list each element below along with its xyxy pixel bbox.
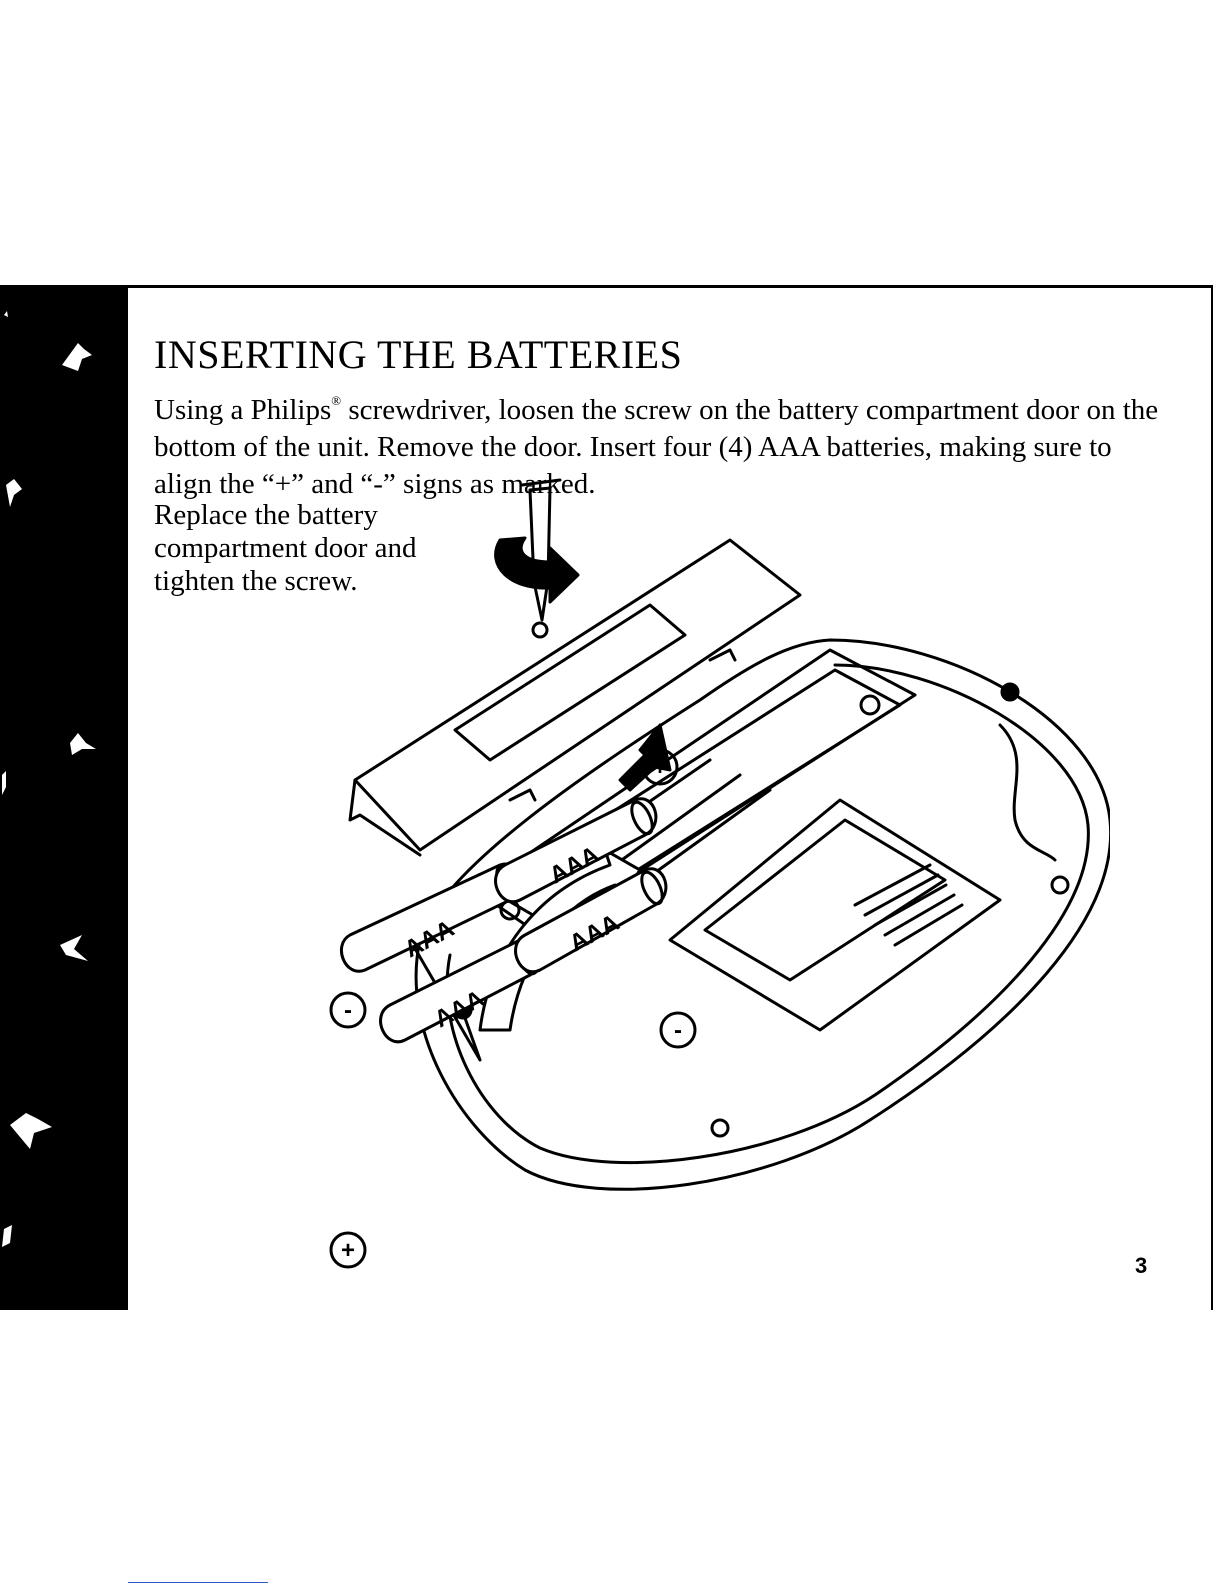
rotate-arrow-icon xyxy=(494,536,580,604)
display-panel xyxy=(668,798,1002,1032)
intro-text-part2: screwdriver, loosen the screw on the bat… xyxy=(154,394,1159,500)
body-screw-icon xyxy=(710,1118,730,1138)
battery-2 xyxy=(494,797,658,904)
right-rule xyxy=(1211,285,1213,1310)
registered-mark: ® xyxy=(331,393,342,408)
unit-body xyxy=(408,638,1110,1191)
body-screw-icon xyxy=(1000,682,1020,702)
intro-text-part1: Using a Philips xyxy=(154,394,332,426)
negative-terminal-icon xyxy=(659,1011,697,1049)
positive-terminal-icon xyxy=(329,1231,367,1269)
replace-door-note: Replace the battery compartment door and… xyxy=(154,499,417,597)
polarity-symbol: - xyxy=(344,997,352,1024)
decorative-star-band xyxy=(0,285,128,1310)
polarity-symbol: + xyxy=(653,754,667,781)
section-title: INSERTING THE BATTERIES xyxy=(154,332,683,377)
page-number: 3 xyxy=(1135,1253,1148,1278)
positive-terminal-icon xyxy=(641,748,679,786)
battery-compartment xyxy=(473,648,917,937)
battery-4 xyxy=(514,867,668,974)
battery-door xyxy=(348,538,802,857)
battery-installation-illustration: AAA AAA AAA AAA + - - + xyxy=(329,478,1110,1269)
polarity-symbol: + xyxy=(341,1237,355,1264)
polarity-symbol: - xyxy=(674,1017,682,1044)
body-screw-icon xyxy=(1050,875,1070,895)
top-rule xyxy=(0,285,1213,288)
negative-terminal-icon xyxy=(329,991,367,1029)
intro-paragraph: Using a Philips® screwdriver, loosen the… xyxy=(154,382,1164,503)
footer-underline xyxy=(128,1582,268,1583)
star-decoration-icons xyxy=(2,311,96,1247)
